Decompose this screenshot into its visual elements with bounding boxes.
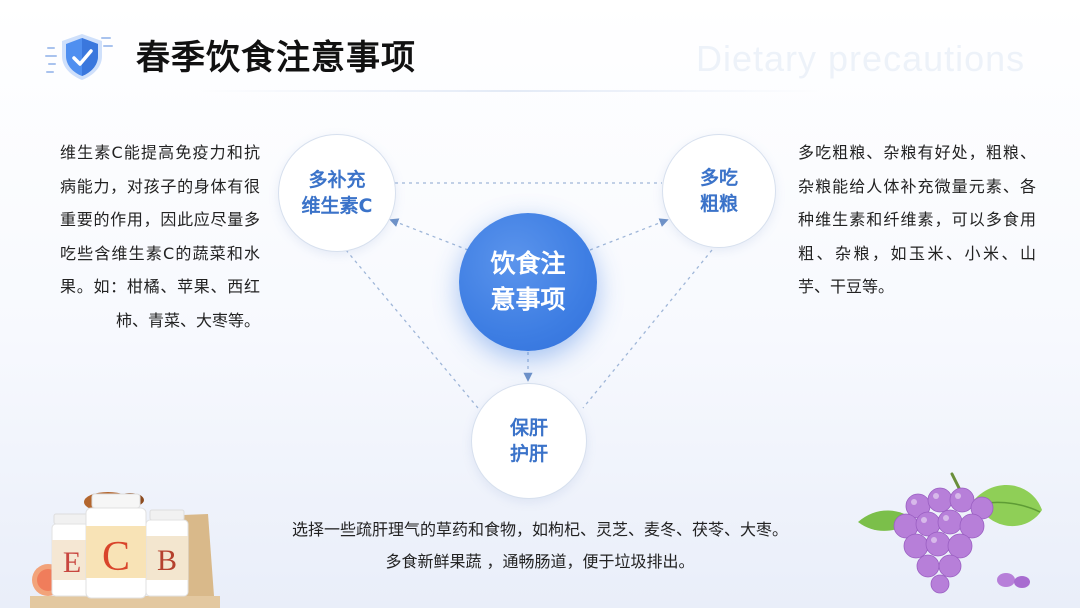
svg-text:C: C xyxy=(102,534,130,580)
node-liver-care-line2: 护肝 xyxy=(510,441,548,467)
grapes-image xyxy=(856,470,1046,595)
node-liver-care-line1: 保肝 xyxy=(510,415,548,441)
node-center-diet: 饮食注 意事项 xyxy=(459,213,597,351)
bottom-description: 选择一些疏肝理气的草药和食物，如枸杞、灵芝、麦冬、茯苓、大枣。 多食新鲜果蔬 ，… xyxy=(220,514,860,578)
node-vitamin-c-line2: 维生素C xyxy=(302,193,373,219)
node-vitamin-c-line1: 多补充 xyxy=(302,167,373,193)
vitamin-bottles-image: E B C xyxy=(30,488,220,608)
edge-right-bottom xyxy=(583,250,712,408)
svg-text:E: E xyxy=(63,546,81,579)
node-liver-care: 保肝 护肝 xyxy=(471,383,587,499)
node-coarse-grains: 多吃 粗粮 xyxy=(662,134,776,248)
bottom-line-1: 选择一些疏肝理气的草药和食物，如枸杞、灵芝、麦冬、茯苓、大枣。 xyxy=(220,514,860,546)
edge-left-bottom xyxy=(346,250,478,408)
node-center-line1: 饮食注 xyxy=(490,246,565,282)
node-vitamin-c: 多补充 维生素C xyxy=(278,134,396,252)
node-coarse-grains-line2: 粗粮 xyxy=(700,191,738,217)
svg-text:B: B xyxy=(157,544,177,577)
node-coarse-grains-line1: 多吃 xyxy=(700,165,738,191)
spoke-to-right xyxy=(590,220,667,250)
spoke-to-left xyxy=(391,220,468,250)
node-center-line2: 意事项 xyxy=(490,282,565,318)
bottom-line-2: 多食新鲜果蔬 ，通畅肠道，便于垃圾排出。 xyxy=(220,546,860,578)
